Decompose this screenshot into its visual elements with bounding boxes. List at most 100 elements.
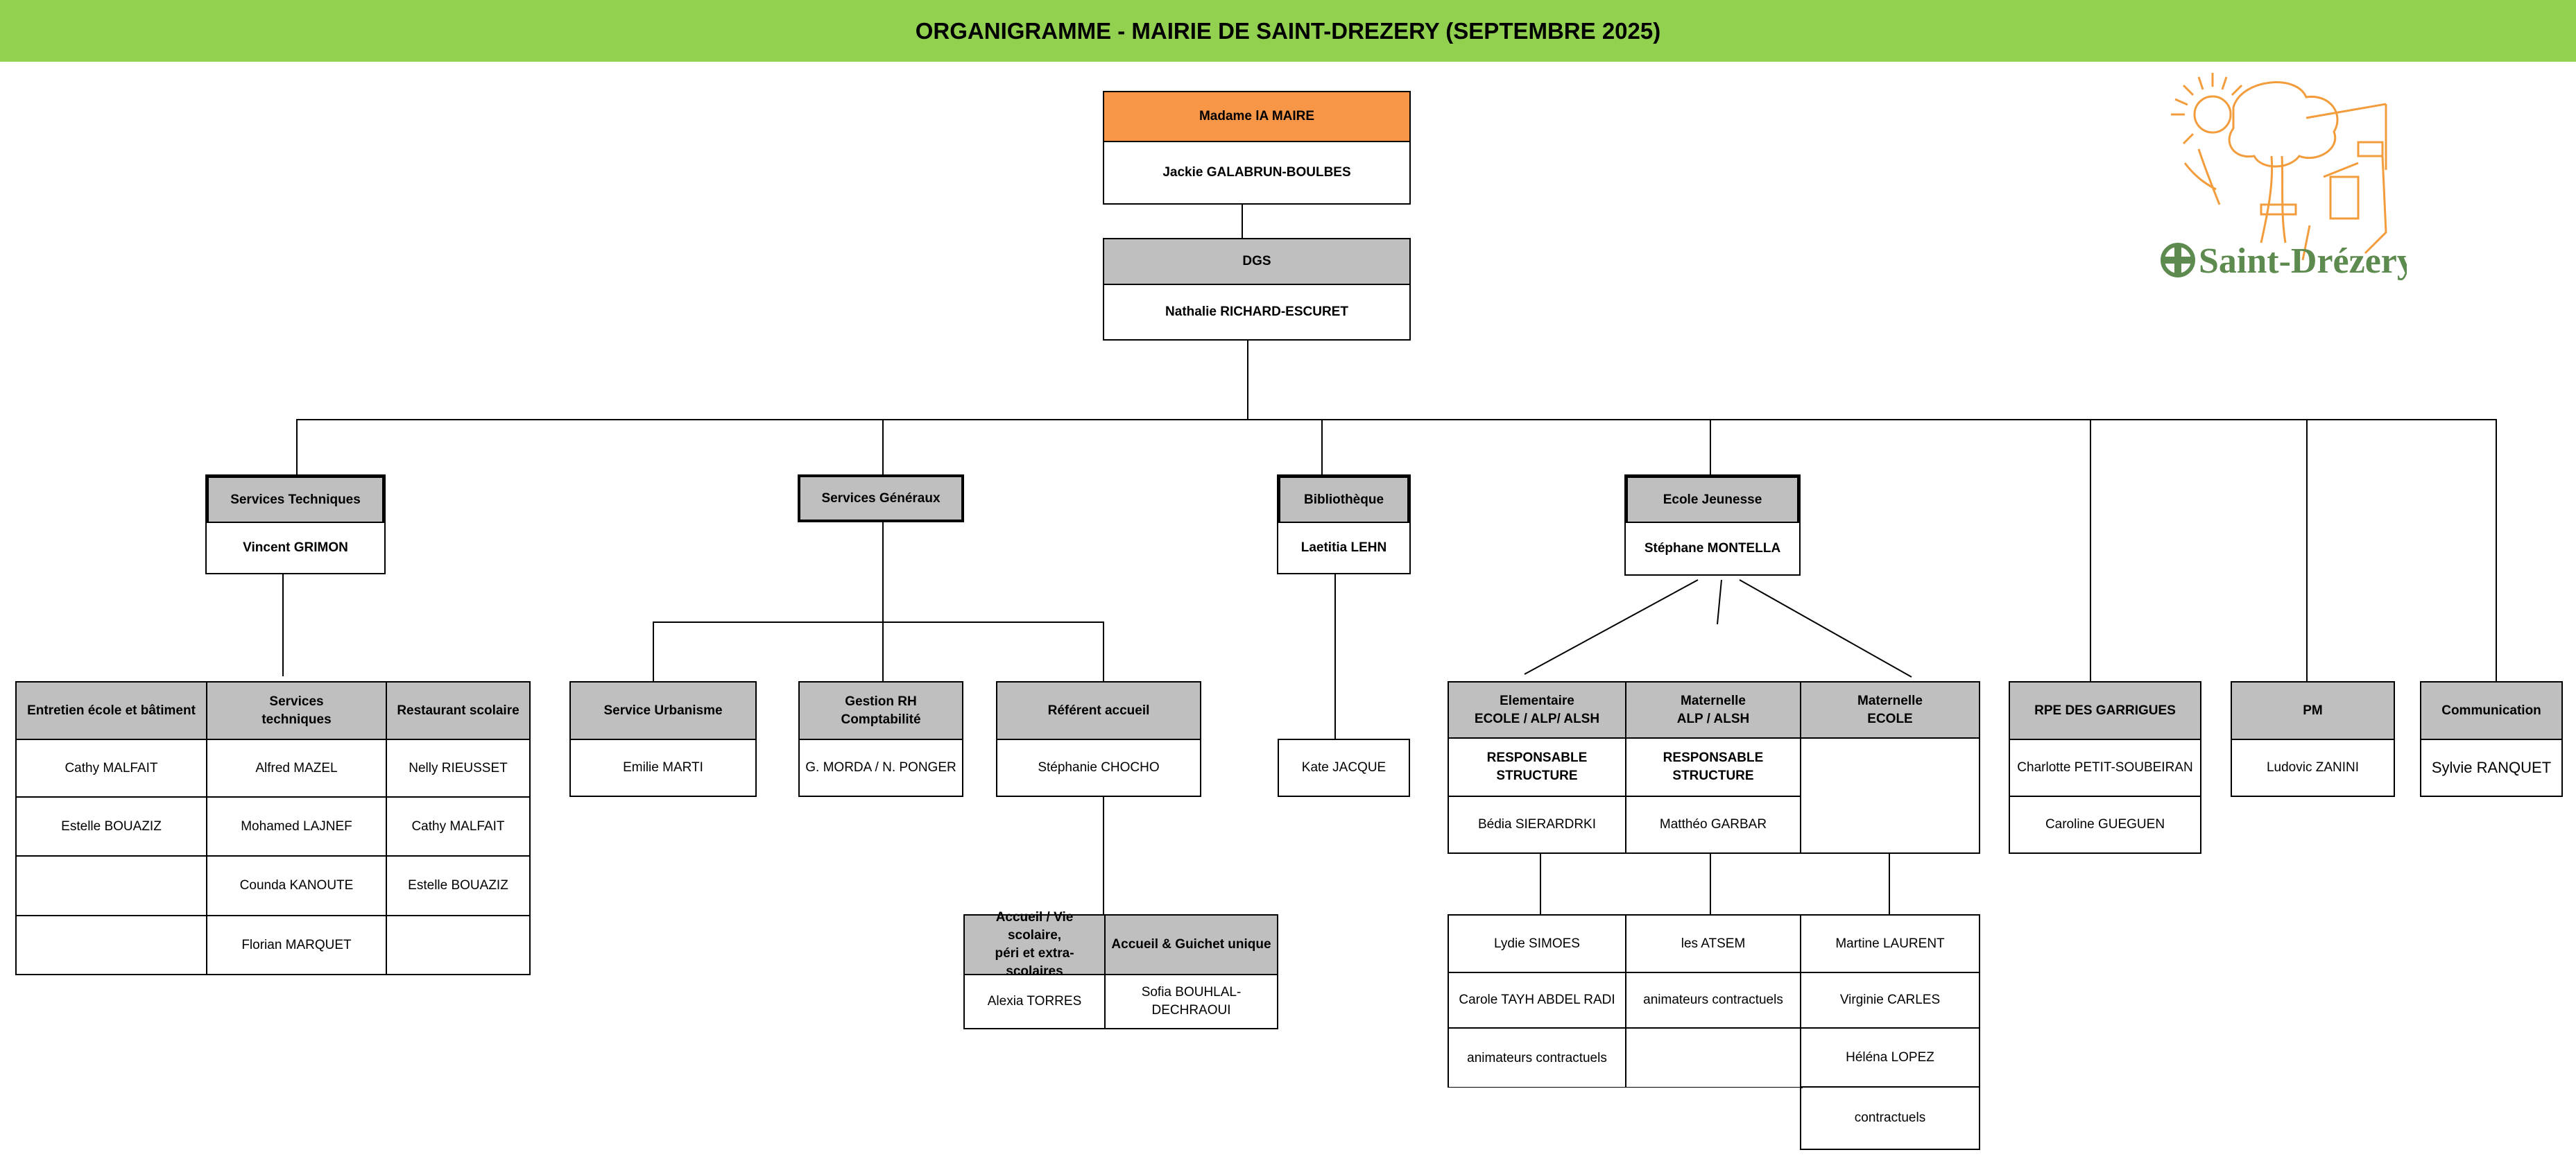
connector-dgs-bus — [1247, 340, 1248, 420]
connector-subbus-gestion — [882, 621, 884, 681]
tech-col2-header: Services techniques — [207, 683, 387, 740]
communication-name: Sylvie RANQUET — [2431, 759, 2552, 776]
maternelle-alp-resp-name: Matthéo GARBAR — [1626, 797, 1801, 852]
accueil-vie-title-line1: Accueil / Vie scolaire, — [995, 910, 1074, 943]
ecole-jeunesse-box: Ecole Jeunesse Stéphane MONTELLA — [1624, 474, 1801, 576]
tech-col2-header-line1: Services — [269, 694, 324, 709]
accueil-vie-name: Alexia TORRES — [965, 975, 1106, 1028]
rpe-title: RPE DES GARRIGUES — [2010, 683, 2200, 740]
urbanisme-box: Service Urbanisme Emilie MARTI — [569, 681, 757, 797]
connector-ecole-elementaire — [1524, 579, 1699, 675]
tech-col3-row3: Estelle BOUAZIZ — [387, 857, 529, 916]
mayor-role: Madame lA MAIRE — [1104, 92, 1409, 142]
maternelle-alp-staff-3 — [1626, 1029, 1801, 1088]
referent-accueil-name: Stéphanie CHOCHO — [1038, 760, 1160, 775]
title-banner: ORGANIGRAMME - MAIRIE DE SAINT-DREZERY (… — [0, 0, 2576, 62]
tech-col3-row4 — [387, 916, 529, 974]
communication-box: Communication Sylvie RANQUET — [2420, 681, 2563, 797]
rpe-name-2: Caroline GUEGUEN — [2045, 817, 2165, 832]
services-techniques-title: Services Techniques — [207, 476, 384, 523]
maternelle-alp-header: Maternelle ALP / ALSH — [1626, 683, 1801, 739]
elementaire-header-line2: ECOLE / ALP/ ALSH — [1474, 711, 1600, 726]
tech-col2-row2: Mohamed LAJNEF — [207, 798, 387, 857]
ecole-staff-divider — [1800, 1086, 1801, 1150]
referent-accueil-box: Référent accueil Stéphanie CHOCHO — [996, 681, 1201, 797]
maternelle-ecole-staff-2: Virginie CARLES — [1801, 973, 1979, 1029]
maternelle-alp-header-line1: Maternelle — [1681, 693, 1746, 708]
saint-drezery-logo: Saint-Drézery — [2157, 66, 2415, 295]
connector-ecole-maternelle — [1717, 579, 1722, 625]
accueil-table: Accueil / Vie scolaire, péri et extra-sc… — [963, 910, 1278, 1029]
ecole-staff-mask — [1447, 1088, 1801, 1151]
elementaire-header: Elementaire ECOLE / ALP/ ALSH — [1449, 683, 1626, 739]
connector-bus-biblio — [1321, 419, 1323, 474]
connector-generaux-bus — [882, 522, 884, 622]
maternelle-ecole-staff-3: Héléna LOPEZ — [1801, 1029, 1979, 1088]
rpe-box: RPE DES GARRIGUES Charlotte PETIT-SOUBEI… — [2009, 681, 2201, 854]
tech-col1-row4 — [17, 916, 207, 974]
connector-mayor-dgs — [1242, 205, 1243, 238]
urbanisme-name: Emilie MARTI — [623, 760, 703, 775]
connector-biblio-staff — [1334, 574, 1336, 739]
connector-generaux-subbus — [653, 621, 1104, 623]
services-techniques-box: Services Techniques Vincent GRIMON — [205, 474, 386, 574]
elementaire-staff-1: Lydie SIMOES — [1449, 916, 1626, 973]
tech-col2-row4: Florian MARQUET — [207, 916, 387, 974]
ecole-jeunesse-head: Stéphane MONTELLA — [1644, 541, 1781, 556]
tech-col3-row1: Nelly RIEUSSET — [387, 740, 529, 798]
dgs-name: Nathalie RICHARD-ESCURET — [1165, 305, 1348, 319]
connector-bus-pm — [2306, 419, 2308, 681]
pm-name: Ludovic ZANINI — [2266, 760, 2360, 775]
tech-col1-row3 — [17, 857, 207, 916]
tech-col2-header-line2: techniques — [261, 712, 332, 727]
connector-bus-rpe — [2090, 419, 2091, 681]
bibliotheque-title: Bibliothèque — [1278, 476, 1409, 523]
referent-accueil-title: Référent accueil — [997, 683, 1200, 740]
services-techniques-head: Vincent GRIMON — [243, 540, 348, 555]
pm-title: PM — [2232, 683, 2394, 740]
accueil-guichet-title: Accueil & Guichet unique — [1106, 916, 1277, 975]
elementaire-staff-2: Carole TAYH ABDEL RADI — [1449, 973, 1626, 1029]
accueil-vie-title-line2: péri et extra-scolaires — [995, 946, 1074, 979]
connector-elementaire-staff — [1540, 853, 1541, 914]
bibliotheque-head: Laetitia LEHN — [1300, 540, 1387, 555]
maternelle-ecole-staff-4: contractuels — [1854, 1110, 1926, 1125]
mayor-box: Madame lA MAIRE Jackie GALABRUN-BOULBES — [1103, 91, 1411, 205]
maternelle-alp-resp: RESPONSABLE STRUCTURE — [1626, 739, 1801, 797]
tech-col3-header: Restaurant scolaire — [387, 683, 529, 740]
gestion-rh-title: Gestion RH Comptabilité — [800, 683, 962, 740]
connector-subbus-referent — [1103, 621, 1104, 681]
tech-col1-header: Entretien école et bâtiment — [17, 683, 207, 740]
accueil-vie-title: Accueil / Vie scolaire, péri et extra-sc… — [965, 910, 1106, 979]
services-generaux-box: Services Généraux — [798, 474, 964, 522]
biblio-staff-box: Kate JACQUE — [1278, 739, 1410, 797]
connector-referent-accueil — [1103, 796, 1104, 914]
elementaire-header-line1: Elementaire — [1500, 693, 1574, 708]
communication-title: Communication — [2421, 683, 2561, 740]
ecole-jeunesse-title: Ecole Jeunesse — [1626, 476, 1799, 523]
dgs-box: DGS Nathalie RICHARD-ESCURET — [1103, 238, 1411, 341]
mayor-name: Jackie GALABRUN-BOULBES — [1162, 165, 1351, 180]
page-title: ORGANIGRAMME - MAIRIE DE SAINT-DREZERY (… — [915, 17, 1661, 44]
maternelle-ecole-header: Maternelle ECOLE — [1801, 683, 1979, 739]
connector-tech-table — [282, 574, 284, 676]
logo-text: Saint-Drézery — [2199, 241, 2407, 281]
elementaire-staff-3: animateurs contractuels — [1449, 1029, 1626, 1088]
connector-bus-communication — [2496, 419, 2497, 681]
maternelle-alp-staff-2: animateurs contractuels — [1626, 973, 1801, 1029]
urbanisme-title: Service Urbanisme — [571, 683, 755, 740]
connector-bus-tech — [296, 419, 298, 474]
connector-main-bus — [296, 419, 2496, 420]
maternelle-alp-header-line2: ALP / ALSH — [1676, 711, 1750, 726]
maternelle-ecole-staff-1: Martine LAURENT — [1801, 916, 1979, 973]
connector-maternelle-staff — [1710, 853, 1711, 914]
connector-ecole-maternelle-ecole — [1739, 579, 1912, 678]
gestion-rh-name: G. MORDA / N. PONGER — [805, 760, 956, 775]
rpe-name-1: Charlotte PETIT-SOUBEIRAN — [2010, 740, 2200, 797]
connector-bus-generaux — [882, 419, 884, 474]
connector-subbus-urbanisme — [653, 621, 654, 681]
maternelle-ecole-header-line2: ECOLE — [1867, 711, 1913, 726]
logo-drawing: Saint-Drézery — [2161, 73, 2415, 281]
maternelle-alp-staff-1: les ATSEM — [1626, 916, 1801, 973]
